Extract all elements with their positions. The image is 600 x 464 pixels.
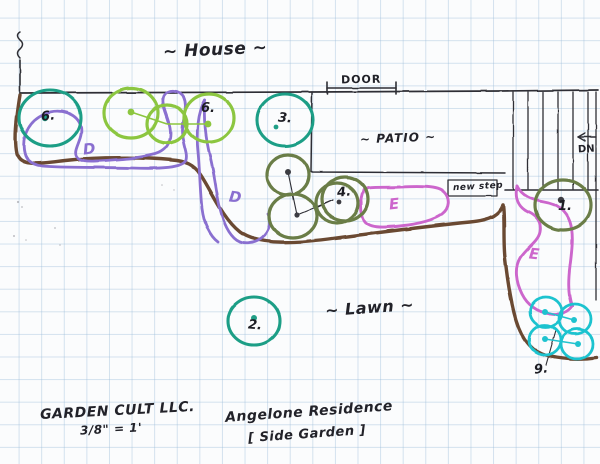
plant-circle-olive-b [267, 192, 319, 240]
break-line-symbol [16, 31, 24, 59]
plant-teal-group [17, 88, 315, 347]
plant-circle-4 [320, 175, 370, 223]
stray-pencil-marks [13, 184, 175, 246]
bed-edge-main-right [501, 203, 598, 362]
plant-circle-2 [226, 295, 282, 347]
plant-olive-centers [285, 169, 565, 218]
plant-circle-1 [533, 178, 593, 232]
bed-D-center-outline-a [202, 98, 272, 245]
plant-center-dot [251, 315, 257, 321]
plant-center-dot [41, 114, 49, 122]
bed-E-center-outline [359, 185, 450, 229]
plant-circle-9b [557, 302, 593, 336]
plant-center-dot [557, 196, 565, 204]
patio-outline-left [310, 91, 506, 174]
plant-circle-6a [17, 88, 83, 148]
plant-circle-9d [559, 327, 595, 361]
leader-line-9 [545, 329, 557, 366]
plant-link [544, 338, 579, 345]
plant-link [130, 111, 168, 125]
plant-center-dot [336, 199, 342, 205]
plant-green-group [102, 86, 236, 145]
bed-E-right-outline-a [514, 184, 552, 316]
bed-D-center-outline-b [195, 98, 220, 244]
plant-center-dot [294, 212, 300, 218]
plant-center-dot [285, 169, 291, 175]
plant-circle-6b [182, 92, 236, 144]
bed-E-right-outline-b [515, 184, 574, 308]
leader-line [317, 199, 334, 208]
house-wall-top-right [499, 89, 599, 92]
plant-cyan-links [544, 311, 579, 345]
house-wall-top [19, 90, 501, 94]
plant-green-links [130, 111, 208, 125]
bed-magenta-group [359, 184, 574, 316]
plant-link [544, 311, 575, 321]
new-step-box [447, 179, 498, 197]
plant-cyan-group [527, 295, 595, 361]
dn-arrow-head [577, 132, 586, 142]
plant-teal-centers [41, 114, 279, 321]
plant-center-dot [273, 124, 279, 130]
plant-circle-green-a [102, 86, 160, 140]
bed-edge-brown-group [13, 93, 598, 362]
plant-olive-group [265, 153, 593, 240]
plant-circle-3 [255, 92, 315, 148]
plant-circle-olive-c [314, 181, 360, 225]
